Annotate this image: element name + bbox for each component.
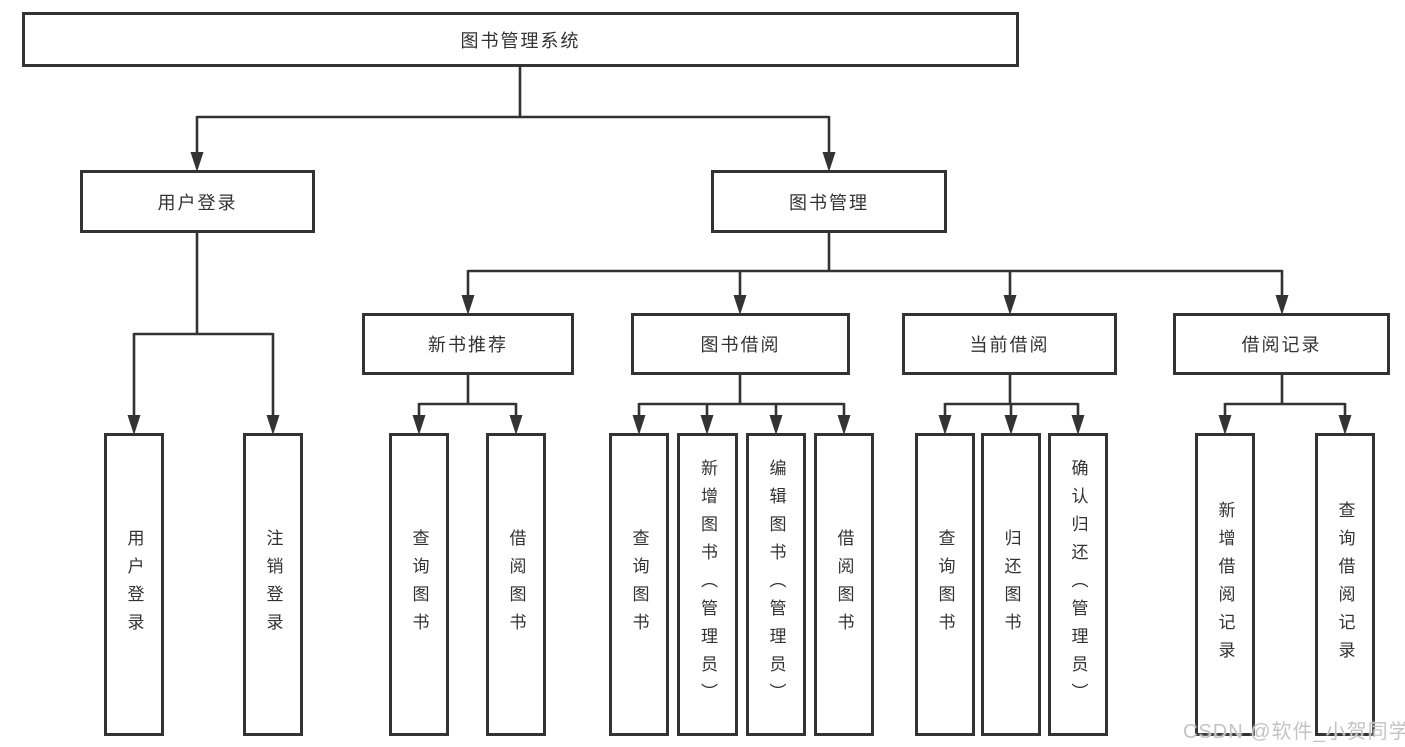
node-user-login-branch: 用户登录	[80, 170, 315, 233]
node-new-book-recommend: 新书推荐	[362, 313, 574, 375]
arrowhead	[1275, 295, 1289, 315]
csdn-watermark: CSDN @软件_小贺同学	[1183, 721, 1405, 743]
leaf-add-book-admin: 新增图书（管理员）	[677, 433, 738, 736]
node-book-management-branch: 图书管理	[711, 170, 947, 233]
leaf-query-borrow-record: 查询借阅记录	[1315, 433, 1375, 736]
arrowhead	[938, 415, 952, 435]
leaf-add-borrow-record: 新增借阅记录	[1195, 433, 1255, 736]
leaf-edit-book-admin: 编辑图书（管理员）	[746, 433, 806, 736]
arrowhead	[700, 415, 714, 435]
arrowhead	[509, 415, 523, 435]
arrowhead	[632, 415, 646, 435]
arrowhead	[190, 152, 204, 172]
arrowhead	[1003, 295, 1017, 315]
arrowhead	[1338, 415, 1352, 435]
leaf-borrow-books: 借阅图书	[814, 433, 874, 736]
connector-recommend-section	[417, 375, 518, 415]
leaf-return-book: 归还图书	[981, 433, 1041, 736]
connector-root-branch	[195, 67, 831, 152]
node-book-borrow: 图书借阅	[631, 313, 850, 375]
node-borrow-records: 借阅记录	[1173, 313, 1390, 375]
arrowhead	[1218, 415, 1232, 435]
leaf-confirm-return-admin: 确认归还（管理员）	[1048, 433, 1108, 736]
arrowhead	[461, 295, 475, 315]
node-current-borrow: 当前借阅	[902, 313, 1117, 375]
arrowhead	[822, 152, 836, 172]
arrowhead	[412, 415, 426, 435]
connector-user-branch	[132, 233, 275, 415]
arrowhead	[1004, 415, 1018, 435]
connector-book-branch	[466, 233, 1284, 295]
leaf-user-login: 用户登录	[104, 433, 164, 736]
connector-current-section	[943, 375, 1080, 415]
arrowhead	[837, 415, 851, 435]
arrowhead	[1071, 415, 1085, 435]
arrowhead	[266, 415, 280, 435]
leaf-query-books-current: 查询图书	[915, 433, 975, 736]
leaf-borrow-books-recommend: 借阅图书	[486, 433, 546, 736]
connector-records-section	[1223, 375, 1347, 415]
leaf-query-books-recommend: 查询图书	[389, 433, 449, 736]
node-root-system: 图书管理系统	[22, 12, 1019, 67]
connector-borrow-section	[637, 375, 846, 415]
leaf-query-books-borrow: 查询图书	[609, 433, 669, 736]
arrowhead	[733, 295, 747, 315]
arrowhead	[127, 415, 141, 435]
leaf-logout: 注销登录	[243, 433, 303, 736]
arrowhead	[769, 415, 783, 435]
